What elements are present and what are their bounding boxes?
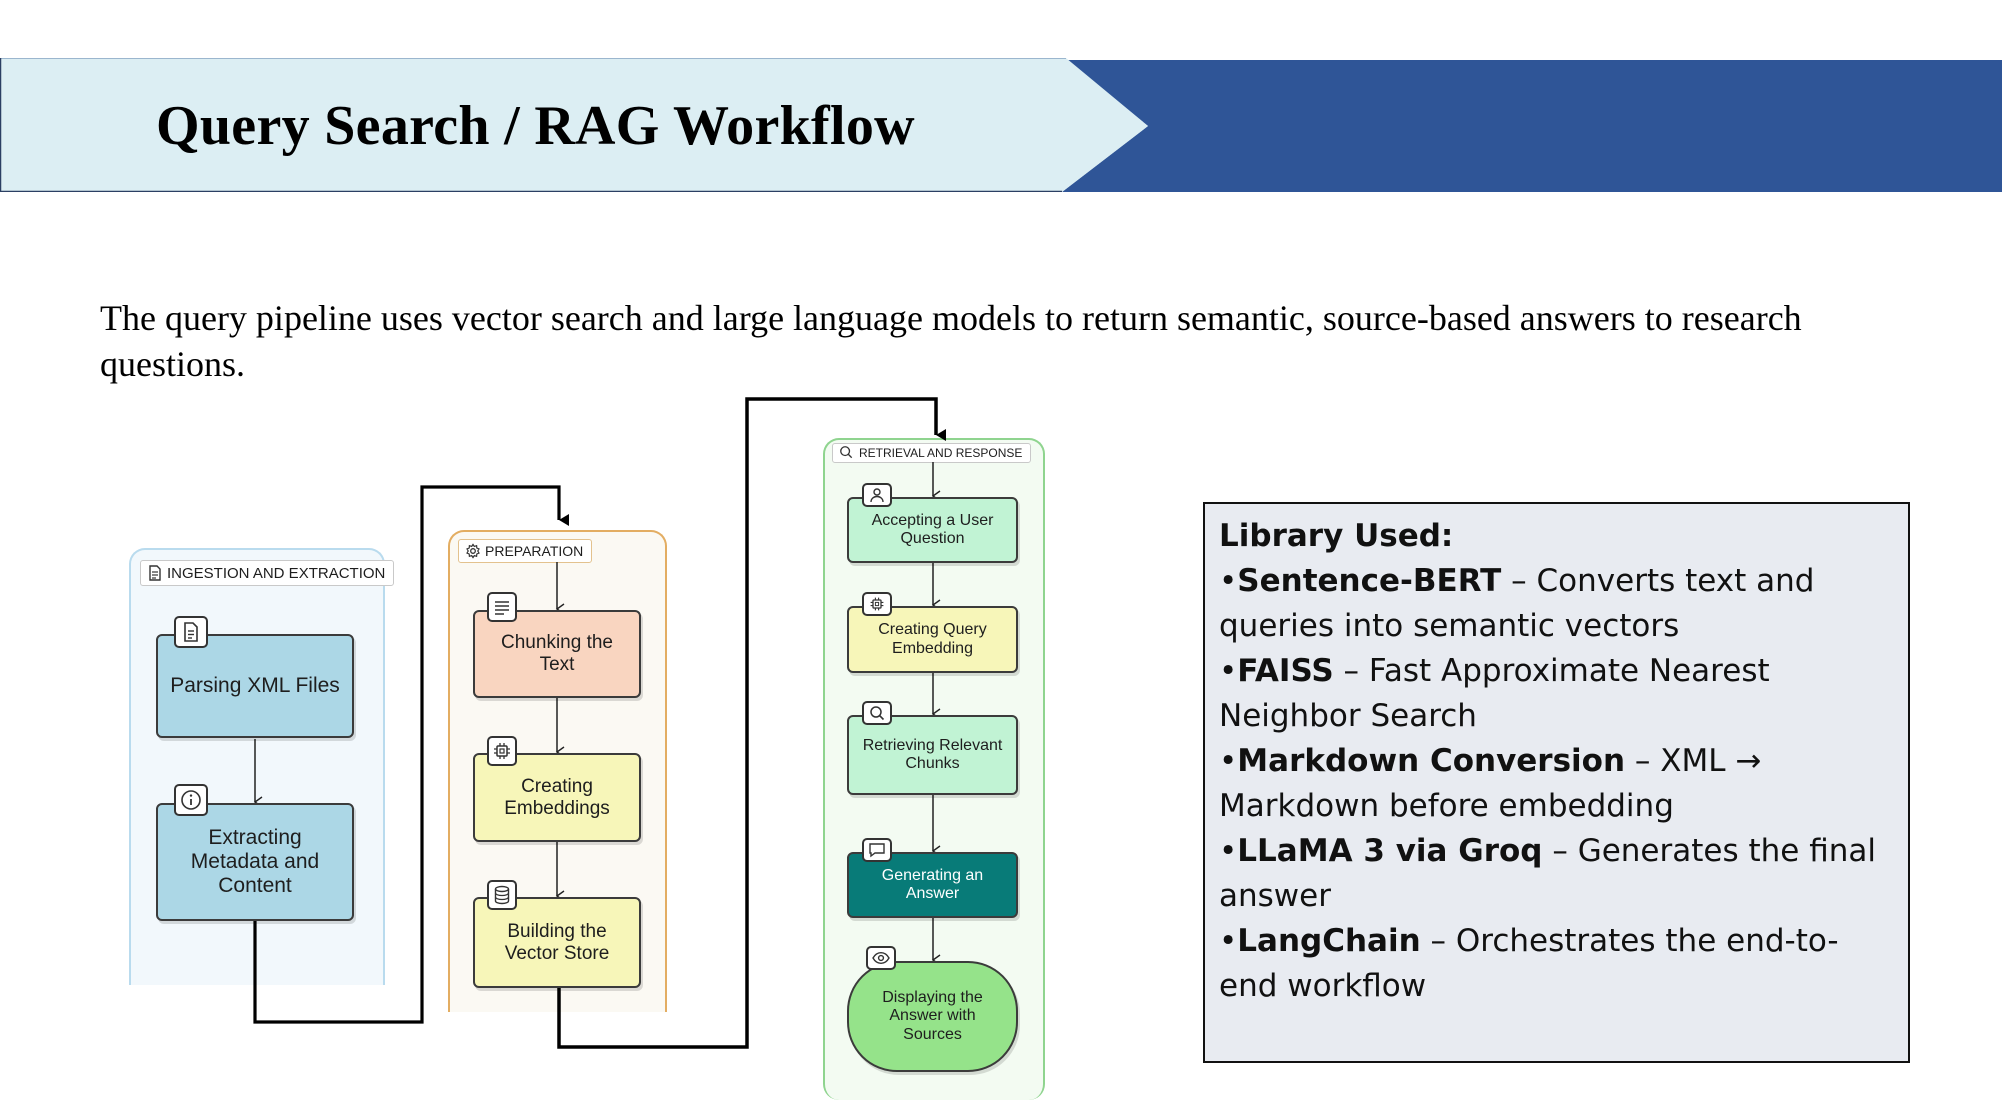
bullet: • xyxy=(1219,833,1238,869)
node-label: Extracting Metadata and Content xyxy=(190,825,320,898)
library-item: •LangChain – Orchestrates the end-to-end… xyxy=(1219,919,1894,1009)
search-icon xyxy=(862,701,892,725)
panel-label-text: INGESTION AND EXTRACTION xyxy=(167,564,386,582)
library-item-name: FAISS xyxy=(1237,653,1334,689)
document-icon xyxy=(147,565,163,581)
gear-icon xyxy=(465,543,481,559)
node-creating-query-embedding: Creating Query Embedding xyxy=(847,606,1018,673)
text-lines-icon xyxy=(487,592,517,622)
database-icon xyxy=(487,880,517,910)
library-box: Library Used: •Sentence-BERT – Converts … xyxy=(1203,502,1910,1063)
node-label: Accepting a User Question xyxy=(871,511,994,547)
bullet: • xyxy=(1219,563,1238,599)
bullet: • xyxy=(1219,653,1238,689)
panel-label-retrieval: RETRIEVAL AND RESPONSE xyxy=(832,443,1032,463)
node-label: Displaying the Answer with Sources xyxy=(882,988,983,1043)
library-item: •Markdown Conversion – XML → Markdown be… xyxy=(1219,739,1894,829)
library-item-desc: – Converts text and queries into semanti… xyxy=(1219,563,1815,644)
document-icon xyxy=(174,616,208,648)
library-title: Library Used: xyxy=(1219,518,1454,554)
node-label: Creating Embeddings xyxy=(504,775,610,819)
node-label: Creating Query Embedding xyxy=(878,621,987,657)
library-item-name: Markdown Conversion xyxy=(1237,743,1626,779)
eye-icon xyxy=(866,946,896,970)
page-title: Query Search / RAG Workflow xyxy=(156,95,915,157)
bullet: • xyxy=(1219,923,1238,959)
panel-label-ingestion: INGESTION AND EXTRACTION xyxy=(140,560,395,586)
node-building-vector-store: Building the Vector Store xyxy=(473,897,641,988)
node-extracting-metadata: Extracting Metadata and Content xyxy=(156,803,354,921)
chip-icon xyxy=(862,592,892,616)
library-item-desc: – XML → Markdown before embedding xyxy=(1219,743,1762,824)
node-parsing-xml-files: Parsing XML Files xyxy=(156,634,354,738)
library-item-name: Sentence-BERT xyxy=(1237,563,1502,599)
library-item-desc: – Fast Approximate Nearest Neighbor Sear… xyxy=(1219,653,1770,734)
node-retrieving-chunks: Retrieving Relevant Chunks xyxy=(847,715,1018,795)
node-displaying-answer: Displaying the Answer with Sources xyxy=(847,961,1018,1072)
node-accepting-question: Accepting a User Question xyxy=(847,497,1018,563)
library-item: •LLaMA 3 via Groq – Generates the final … xyxy=(1219,829,1894,919)
library-item-name: LangChain xyxy=(1237,923,1421,959)
library-item: •FAISS – Fast Approximate Nearest Neighb… xyxy=(1219,649,1894,739)
header-banner xyxy=(0,58,2002,192)
node-chunking-text: Chunking the Text xyxy=(473,610,641,698)
panel-label-preparation: PREPARATION xyxy=(458,539,593,563)
node-label: Building the Vector Store xyxy=(504,920,610,964)
user-icon xyxy=(862,483,892,507)
node-label: Parsing XML Files xyxy=(170,673,340,697)
bullet: • xyxy=(1219,743,1238,779)
library-item-desc: – Generates the final answer xyxy=(1219,833,1876,914)
intro-text: The query pipeline uses vector search an… xyxy=(100,298,1802,384)
search-icon xyxy=(839,445,855,461)
chat-icon xyxy=(862,838,892,862)
info-icon xyxy=(174,784,208,816)
node-label: Generating an Answer xyxy=(881,866,984,902)
library-item-desc: – Orchestrates the end-to-end workflow xyxy=(1219,923,1839,1004)
chip-icon xyxy=(487,736,517,766)
panel-label-text: PREPARATION xyxy=(485,543,584,559)
node-label: Chunking the Text xyxy=(501,632,613,675)
node-label: Retrieving Relevant Chunks xyxy=(862,736,1003,772)
node-generating-answer: Generating an Answer xyxy=(847,852,1018,918)
panel-label-text: RETRIEVAL AND RESPONSE xyxy=(859,446,1023,460)
library-item: •Sentence-BERT – Converts text and queri… xyxy=(1219,559,1894,649)
library-item-name: LLaMA 3 via Groq xyxy=(1237,833,1543,869)
banner-dark-band xyxy=(1062,60,2002,192)
node-creating-embeddings: Creating Embeddings xyxy=(473,753,641,842)
banner-light-arrow xyxy=(0,58,1148,192)
